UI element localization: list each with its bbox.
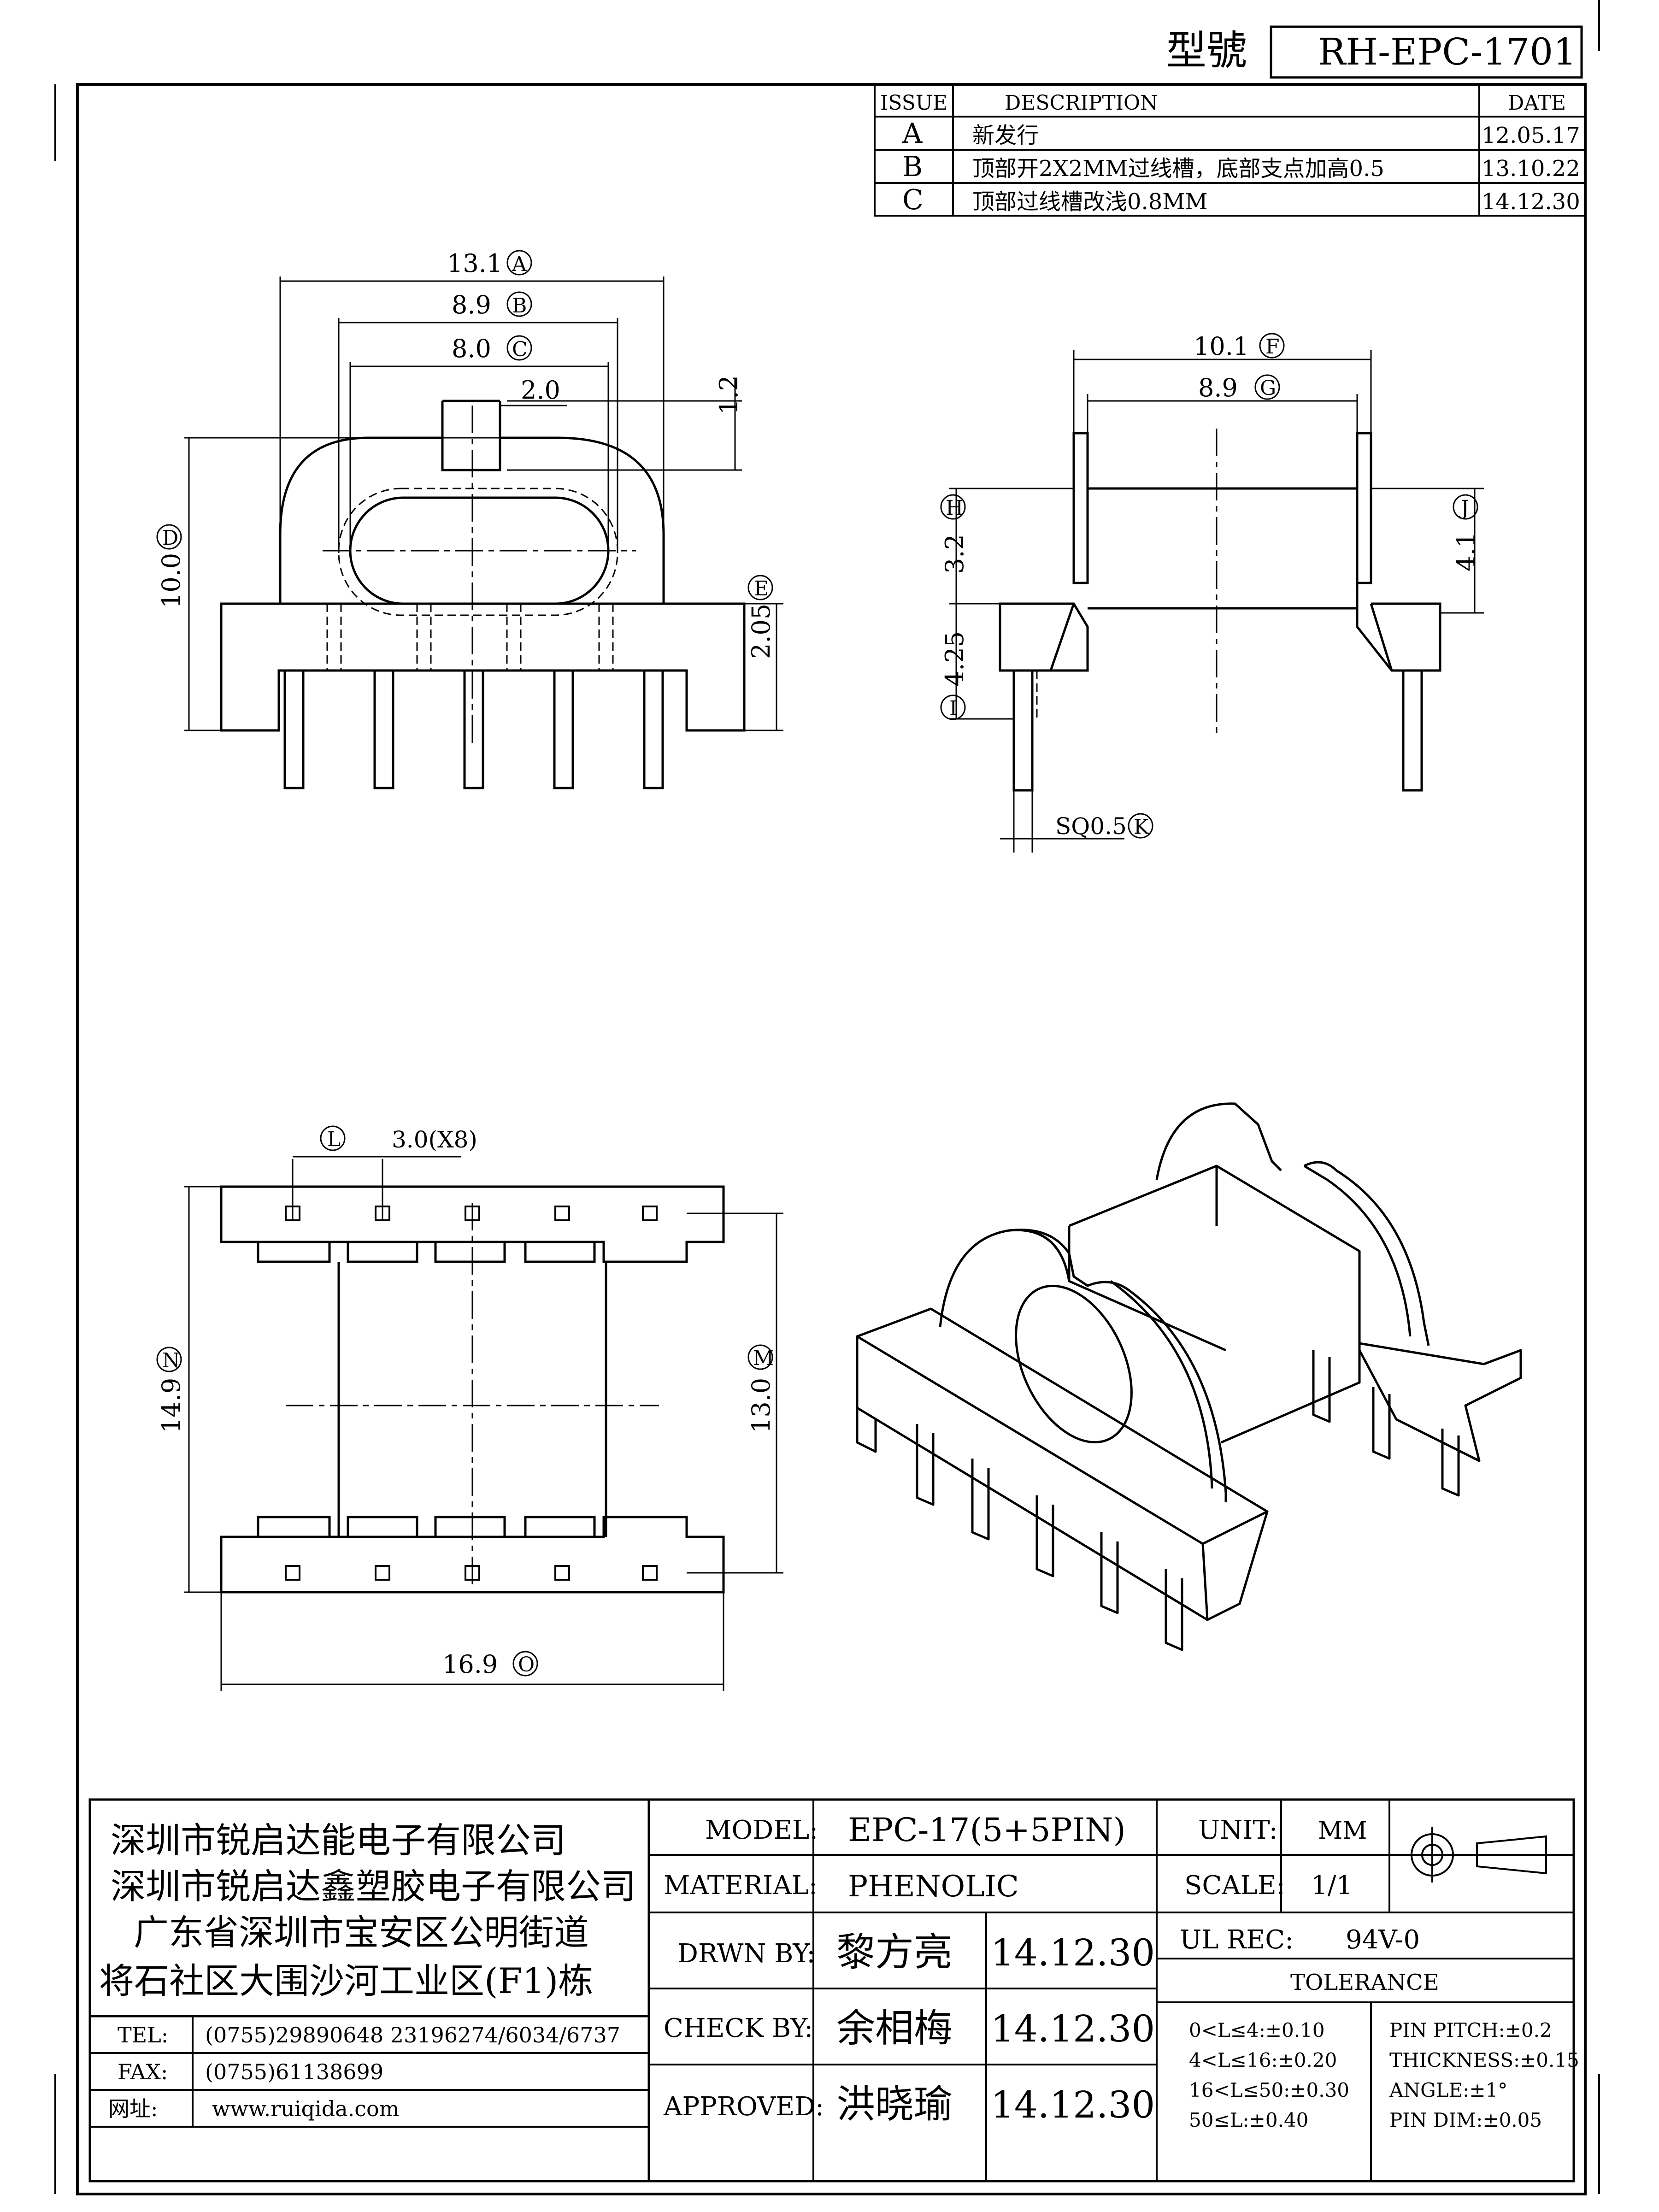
scale-label: SCALE: (1184, 1871, 1285, 1900)
dim-k-value: SQ0.5 (1055, 813, 1127, 840)
rev-b-issue: B (902, 151, 923, 183)
ul-value: 94V-0 (1346, 1925, 1420, 1955)
model-number-header: 型號 RH-EPC-1701 (1166, 25, 1583, 79)
unit-value: MM (1318, 1817, 1367, 1845)
dim-f-value: 10.1 (1194, 332, 1249, 361)
material-label: MATERIAL: (664, 1871, 818, 1900)
sheet-frame (76, 83, 1587, 2195)
side-dimension-labels: 10.1 F 8.9 G H 3.2 4.25 I J 4.1 SQ0.5 K (940, 332, 1481, 840)
check-by: 余相梅 (836, 2006, 953, 2051)
dim-f-marker: F (1265, 335, 1280, 359)
check-label: CHECK BY: (664, 2013, 813, 2043)
description-header: DESCRIPTION (1005, 91, 1158, 115)
company-line-1: 深圳市锐启达能电子有限公司 (111, 1820, 566, 1861)
material-value: PHENOLIC (848, 1870, 1019, 1904)
issue-header: ISSUE (880, 91, 947, 115)
dim-k-marker: K (1134, 815, 1149, 839)
spec-thickness: THICKNESS:±0.15 (1389, 2049, 1579, 2071)
spec-pin-pitch: PIN PITCH:±0.2 (1389, 2019, 1552, 2041)
approved-by: 洪晓瑜 (836, 2082, 953, 2127)
dim-l-marker: L (327, 1128, 341, 1151)
front-view: 13.1 A 8.9 B 8.0 C 2.0 1.2 10.0 D 2.05 E (156, 249, 783, 789)
dim-g-value: 8.9 (1198, 373, 1238, 402)
model-field-label: MODEL: (705, 1815, 818, 1845)
side-view: 10.1 F 8.9 G H 3.2 4.25 I J 4.1 SQ0.5 K (940, 332, 1484, 853)
title-block: 深圳市锐启达能电子有限公司 深圳市锐启达鑫塑胶电子有限公司 广东省深圳市宝安区公… (88, 1798, 1579, 2183)
dim-c-marker: C (512, 338, 528, 361)
unit-label: UNIT: (1198, 1815, 1278, 1845)
check-date: 14.12.30 (991, 2007, 1155, 2050)
web-label: 网址: (108, 2096, 158, 2121)
dim-d-value: 10.0 (157, 553, 186, 608)
drawn-label: DRWN BY: (677, 1939, 815, 1969)
revision-table: ISSUE DESCRIPTION DATE A 新发行 12.05.17 B … (874, 83, 1586, 217)
dim-e-value: 2.05 (747, 604, 776, 659)
fax-value: (0755)61138699 (205, 2059, 383, 2084)
projection-symbol (1405, 1827, 1553, 1883)
rev-a-date: 12.05.17 (1482, 123, 1580, 148)
dim-slot-height: 1.2 (714, 375, 743, 415)
dim-l-value: 3.0(X8) (392, 1126, 477, 1153)
scale-value: 1/1 (1311, 1871, 1353, 1900)
dim-g-marker: G (1260, 377, 1276, 400)
drawn-by: 黎方亮 (836, 1930, 953, 1975)
tolerance-4: 50≤L:±0.40 (1189, 2109, 1308, 2131)
dim-h-marker: H (946, 496, 963, 520)
company-line-3: 广东省深圳市宝安区公明街道 (134, 1912, 589, 1953)
dim-n-value: 14.9 (157, 1378, 186, 1433)
dim-a-value: 13.1 (447, 249, 502, 278)
approved-label: APPROVED: (663, 2092, 824, 2122)
rev-c-issue: C (902, 184, 924, 216)
rev-c-desc: 顶部过线槽改浅0.8MM (972, 189, 1208, 215)
tolerance-label: TOLERANCE (1290, 1970, 1439, 1995)
dim-d-marker: D (162, 526, 178, 550)
ul-label: UL REC: (1180, 1925, 1294, 1955)
dim-slot-width: 2.0 (521, 376, 560, 405)
rev-a-issue: A (902, 118, 923, 150)
front-dimension-labels: 13.1 A 8.9 B 8.0 C 2.0 1.2 10.0 D 2.05 E (156, 249, 776, 659)
fax-label: FAX: (118, 2059, 168, 2084)
spec-pin-dim: PIN DIM:±0.05 (1389, 2109, 1542, 2131)
spec-angle: ANGLE:±1° (1389, 2079, 1507, 2101)
model-label: 型號 (1166, 27, 1247, 74)
dim-m-value: 13.0 (747, 1378, 776, 1433)
bottom-view: L 3.0(X8) 14.9 N 13.0 M 16.9 O (156, 1125, 783, 1691)
rev-b-date: 13.10.22 (1482, 156, 1580, 182)
dim-c-value: 8.0 (452, 334, 491, 363)
company-line-2: 深圳市锐启达鑫塑胶电子有限公司 (111, 1866, 636, 1907)
model-number: RH-EPC-1701 (1318, 30, 1577, 73)
tolerance-1: 0<L≤4:±0.10 (1189, 2019, 1325, 2041)
tolerance-2: 4<L≤16:±0.20 (1189, 2049, 1337, 2071)
dim-e-marker: E (754, 577, 769, 600)
model-field-value: EPC-17(5+5PIN) (848, 1811, 1126, 1849)
approved-date: 14.12.30 (991, 2083, 1155, 2126)
tel-label: TEL: (118, 2023, 168, 2047)
web-value: www.ruiqida.com (212, 2096, 399, 2121)
rev-a-desc: 新发行 (972, 123, 1039, 148)
dim-m-marker: M (753, 1347, 774, 1370)
drawn-date: 14.12.30 (991, 1931, 1155, 1974)
dim-i-marker: I (949, 697, 957, 720)
dim-n-marker: N (162, 1349, 180, 1372)
bottom-dimension-labels: L 3.0(X8) 14.9 N 13.0 M 16.9 O (156, 1125, 776, 1679)
dim-o-value: 16.9 (442, 1650, 498, 1679)
corner-marks (54, 0, 1600, 2194)
tolerance-3: 16<L≤50:±0.30 (1189, 2079, 1349, 2101)
dim-j-value: 4.1 (1452, 532, 1481, 571)
dim-o-marker: O (518, 1653, 535, 1677)
dim-b-marker: B (512, 294, 527, 318)
dim-i-value: 4.25 (940, 631, 969, 687)
rev-b-desc: 顶部开2X2MM过线槽，底部支点加高0.5 (972, 156, 1384, 182)
rev-c-date: 14.12.30 (1482, 189, 1580, 215)
dim-a-marker: A (512, 253, 527, 276)
dim-b-value: 8.9 (452, 290, 491, 319)
tel-value: (0755)29890648 23196274/6034/6737 (205, 2023, 620, 2047)
dim-h-value: 3.2 (940, 534, 969, 574)
dim-j-marker: J (1459, 496, 1469, 520)
date-header: DATE (1508, 91, 1566, 115)
isometric-view (856, 1102, 1522, 1651)
company-line-4: 将石社区大围沙河工业区(F1)栋 (99, 1960, 593, 2001)
